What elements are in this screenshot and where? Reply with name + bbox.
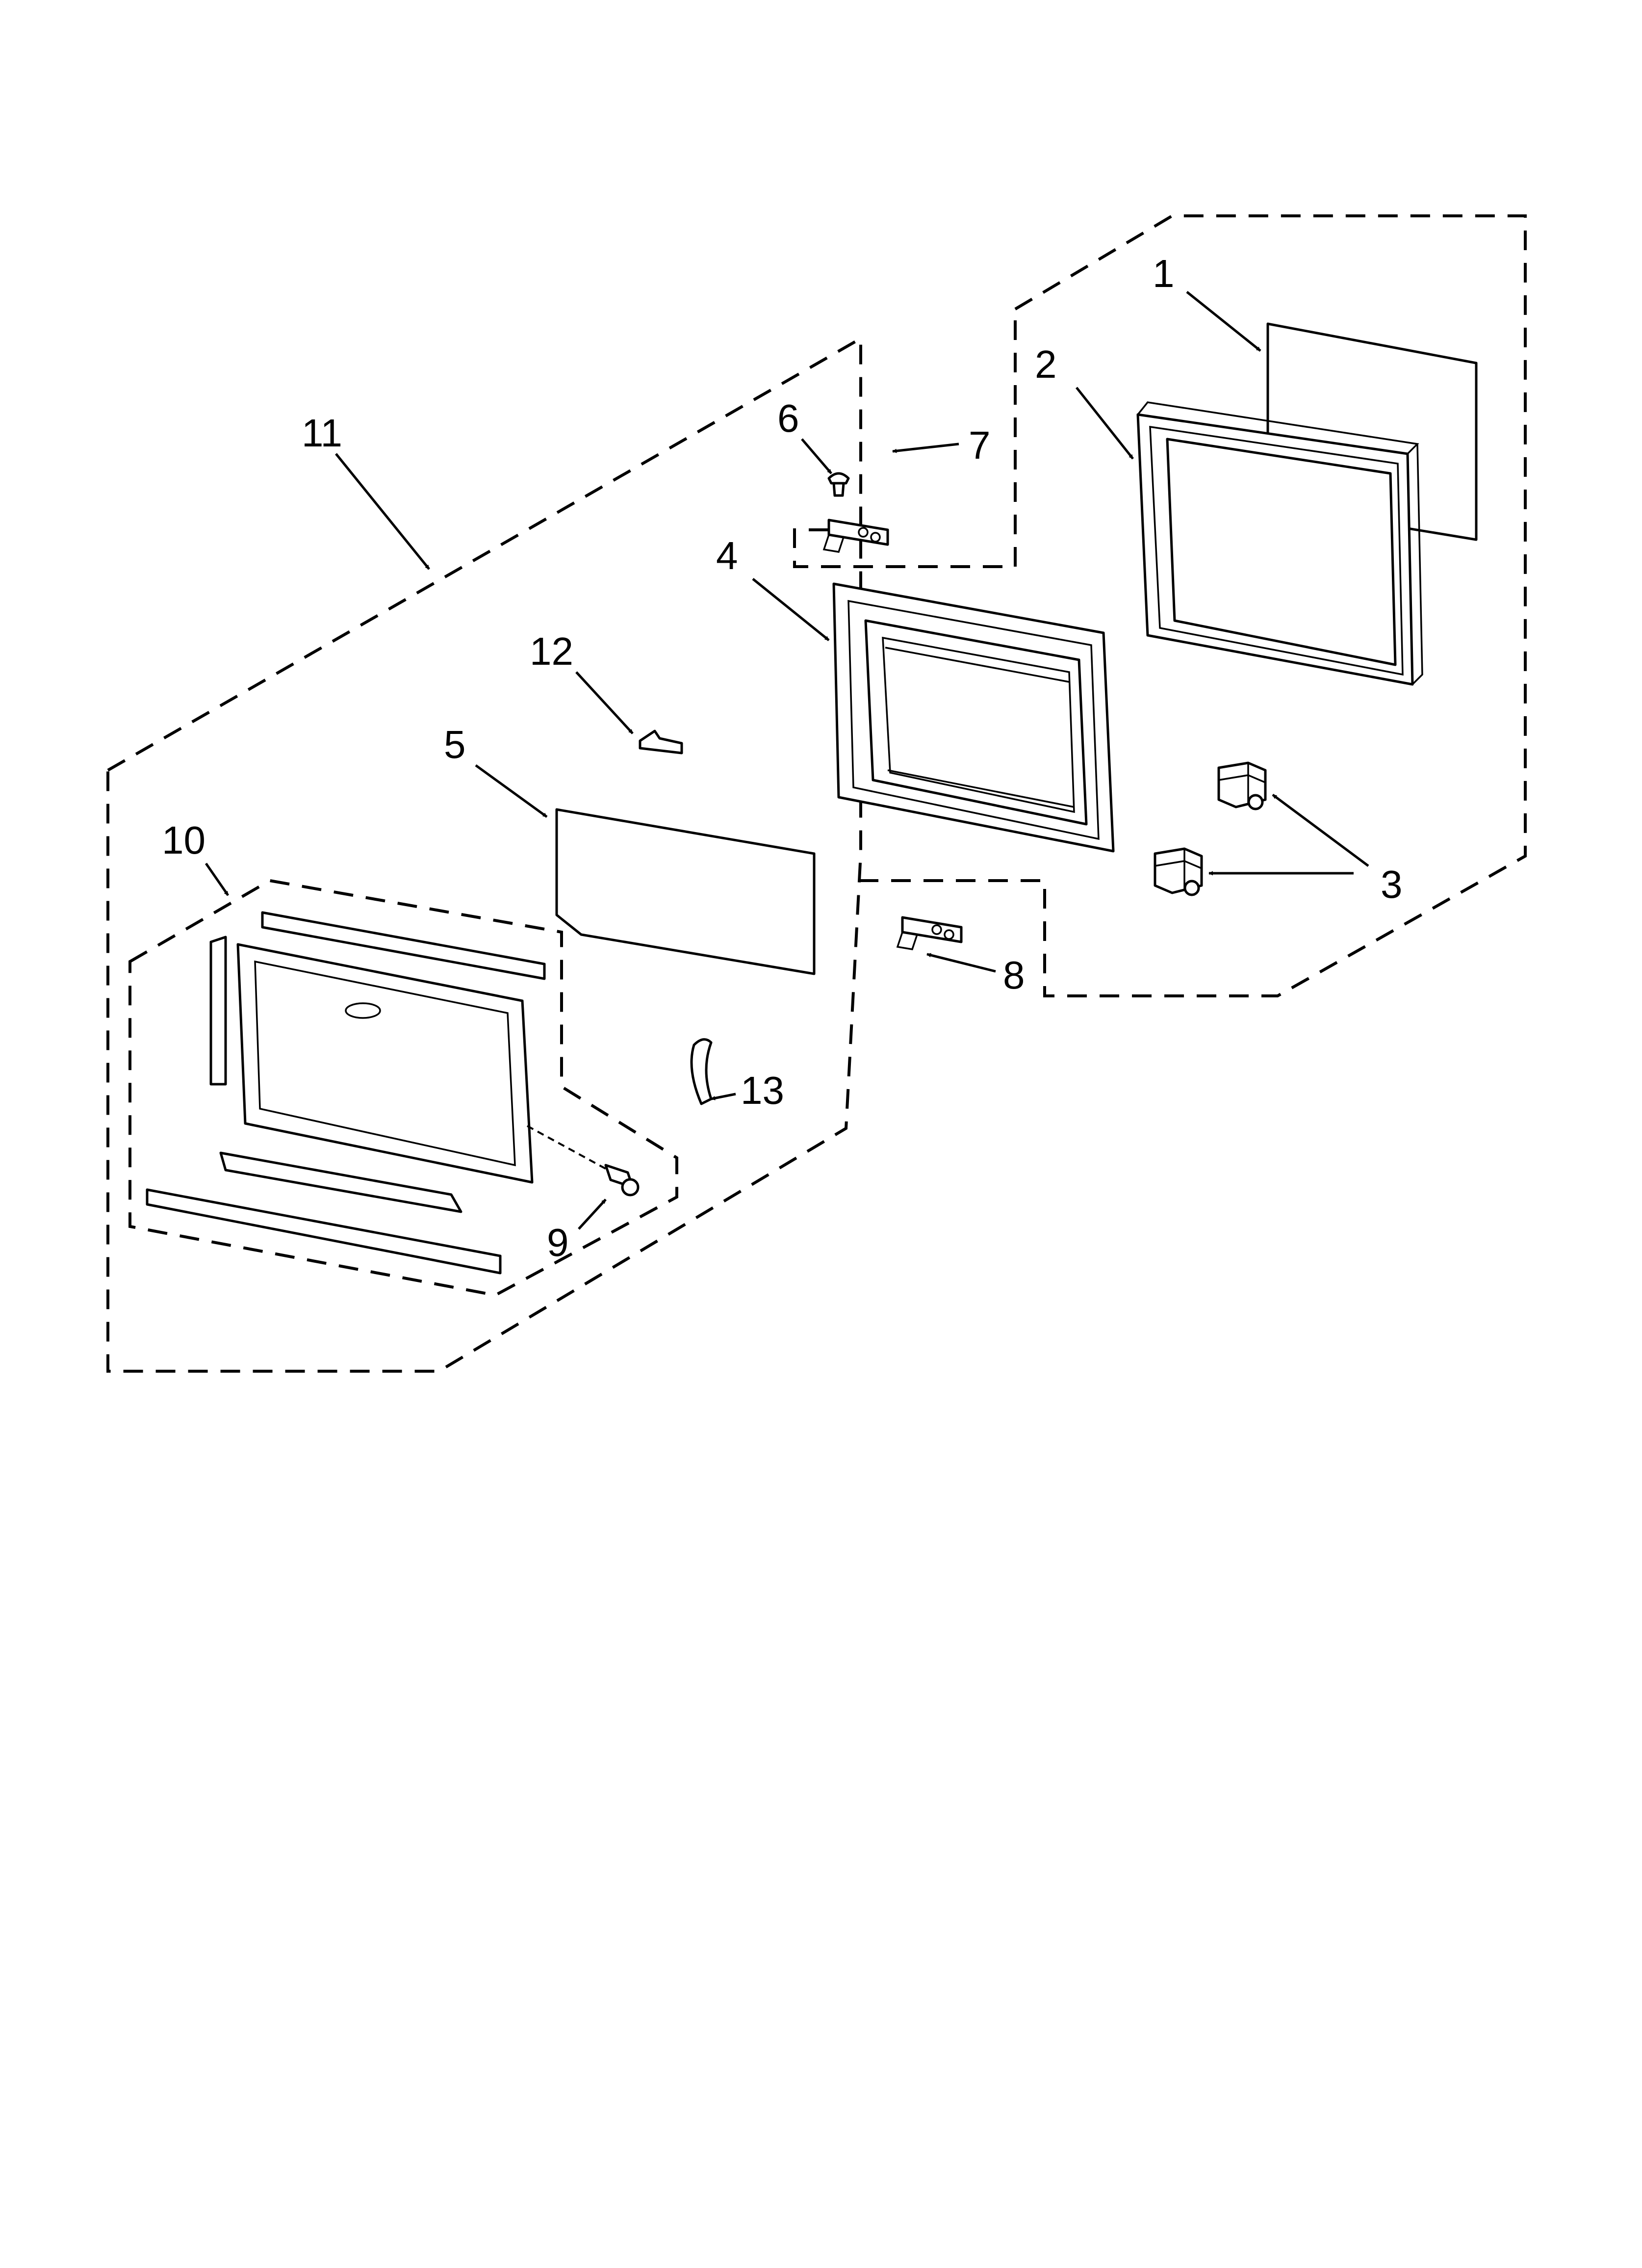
callout-12: 12 xyxy=(530,629,573,673)
part-5-inner-glass xyxy=(555,808,816,975)
group-outline-11 xyxy=(106,336,862,1373)
part-3-hinge-upper xyxy=(1217,761,1267,810)
part-8-bracket xyxy=(896,916,963,950)
callout-1: 1 xyxy=(1153,252,1175,295)
part-13-gasket-strip xyxy=(690,1038,713,1105)
part-9-screw xyxy=(604,1164,640,1197)
callout-4: 4 xyxy=(716,534,738,577)
callout-6: 6 xyxy=(777,396,799,440)
callout-8: 8 xyxy=(1003,953,1025,997)
part-6-screw xyxy=(827,472,850,497)
callout-labels: 1 2 3 4 5 6 7 8 9 10 11 12 13 xyxy=(162,252,1403,1264)
part-12-clip xyxy=(639,730,683,755)
part-4-door-chassis xyxy=(832,582,1115,853)
part-2-inner-frame xyxy=(1136,401,1423,686)
leader-lines xyxy=(205,291,1369,1230)
callout-2: 2 xyxy=(1035,342,1057,386)
group-outline-right xyxy=(853,214,1527,997)
callout-10: 10 xyxy=(162,818,205,862)
part-3-hinge-lower xyxy=(1154,847,1203,896)
group-outline-10 xyxy=(128,879,678,1297)
callout-9: 9 xyxy=(547,1221,569,1264)
part-7-bracket xyxy=(822,519,889,553)
callout-11: 11 xyxy=(302,411,342,455)
callout-3: 3 xyxy=(1381,862,1403,906)
group-outline-7 xyxy=(793,309,1017,568)
callout-5: 5 xyxy=(444,723,466,766)
callout-7: 7 xyxy=(969,423,991,467)
callout-13: 13 xyxy=(741,1069,784,1112)
part-10-outer-door xyxy=(146,911,609,1275)
